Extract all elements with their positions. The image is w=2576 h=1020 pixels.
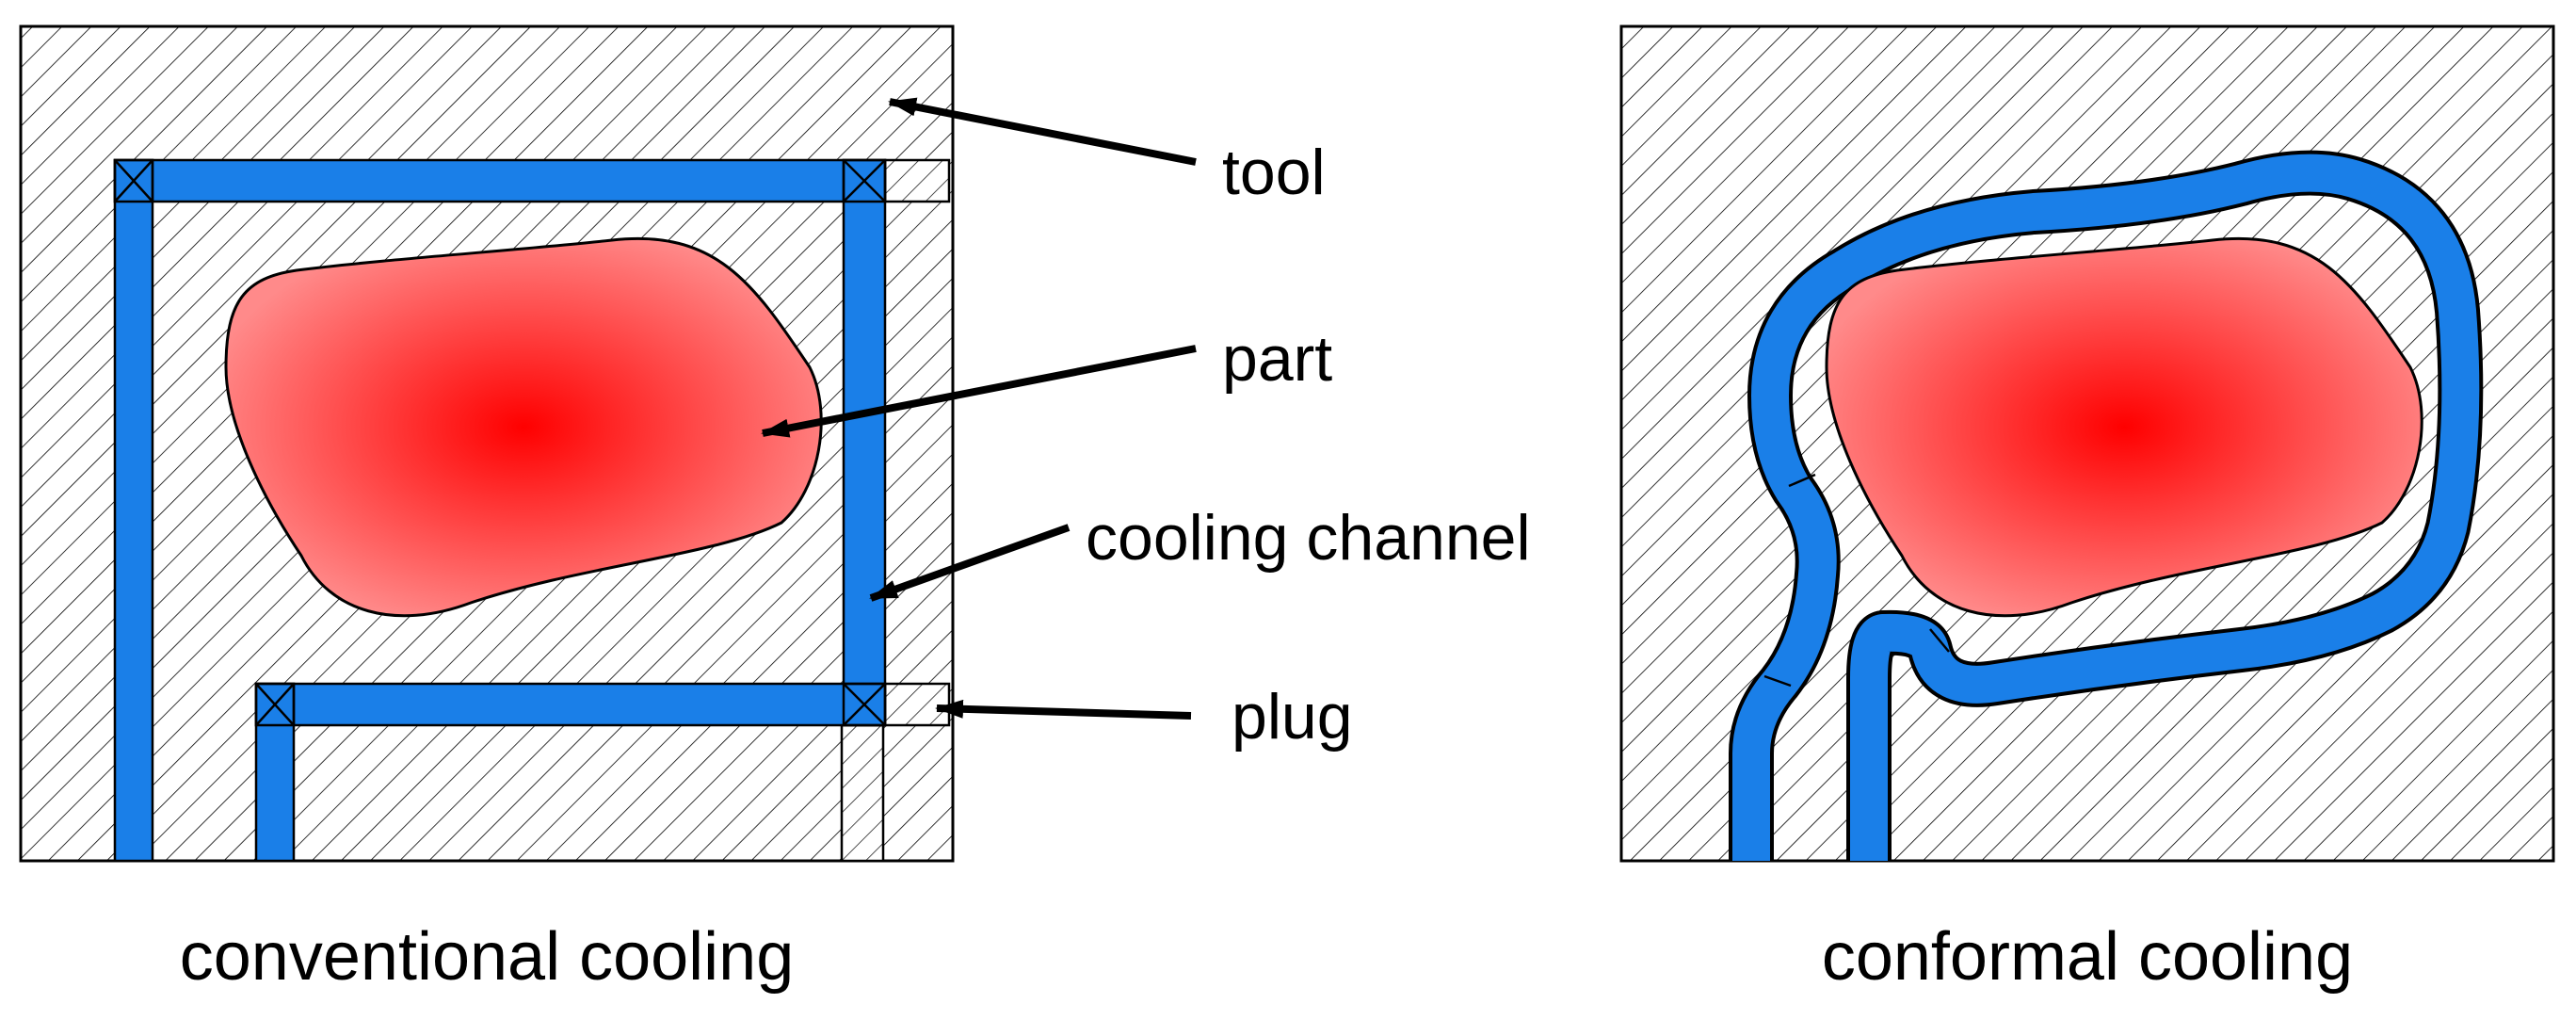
cooling-channel-conformal <box>1729 150 2484 861</box>
part-shape-left <box>224 237 823 618</box>
plug-bottom-lower <box>840 723 885 863</box>
label-part: part <box>1222 323 1332 395</box>
channel-junction-marks <box>113 158 887 727</box>
arrow-plug <box>935 699 1192 720</box>
conformal-cooling-panel <box>1619 24 2555 863</box>
caption-conformal-cooling: conformal cooling <box>1822 919 2353 995</box>
caption-conventional-cooling: conventional cooling <box>180 919 794 995</box>
arrow-part <box>761 345 1197 438</box>
plug-top <box>883 158 951 203</box>
callout-arrows <box>761 97 1197 720</box>
label-cooling-channel: cooling channel <box>1086 502 1531 574</box>
conventional-cooling-panel <box>19 24 955 863</box>
arrow-cooling-channel <box>869 524 1071 602</box>
label-tool: tool <box>1222 137 1326 208</box>
arrow-tool <box>888 97 1197 166</box>
part-shape-right <box>1825 237 2423 618</box>
label-plug: plug <box>1232 681 1353 753</box>
plug-bottom <box>883 682 951 727</box>
